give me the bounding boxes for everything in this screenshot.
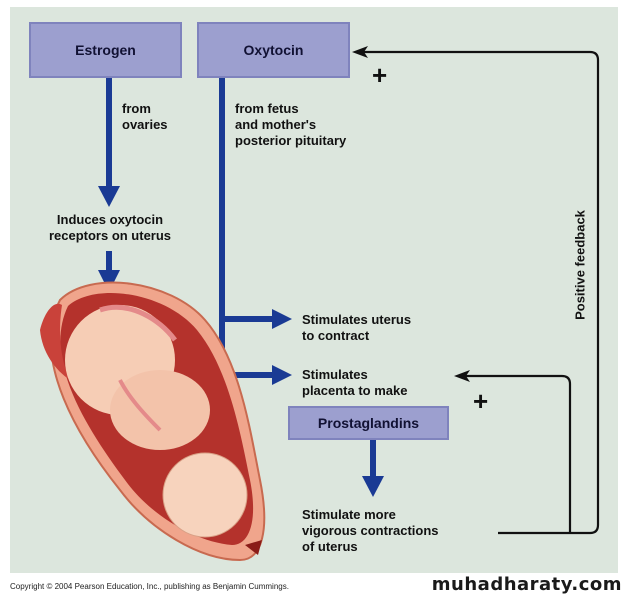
- from-fetus-text: from fetus and mother's posterior pituit…: [235, 101, 347, 148]
- oxytocin-label: Oxytocin: [243, 42, 304, 58]
- from-ovaries-text: from ovaries: [122, 101, 168, 132]
- prostaglandins-label: Prostaglandins: [317, 415, 420, 431]
- watermark-text: muhadharaty.com: [431, 574, 622, 595]
- feedback-arrowhead-oxytocin: [352, 46, 368, 58]
- feedback-lines: [362, 50, 600, 535]
- stimulate-contractions-text: Stimulate more vigorous contractions of …: [302, 507, 439, 554]
- estrogen-arrow: [98, 78, 120, 207]
- copyright-text: Copyright © 2004 Pearson Education, Inc.…: [10, 582, 289, 591]
- fetus-in-uterus-illustration: [40, 281, 266, 562]
- prostaglandins-box: Prostaglandins: [288, 406, 449, 440]
- positive-feedback-label: Positive feedback: [572, 210, 588, 320]
- receptor-arrow: [98, 251, 120, 292]
- induces-receptors-text: Induces oxytocin receptors on uterus: [48, 212, 172, 243]
- estrogen-label: Estrogen: [75, 42, 136, 58]
- oxytocin-box: Oxytocin: [197, 22, 350, 78]
- stimulates-uterus-text: Stimulates uterus to contract: [302, 312, 412, 343]
- plus-sign-placenta: +: [473, 386, 489, 416]
- prostaglandins-arrow: [362, 440, 384, 497]
- oxytocin-line: [219, 78, 292, 385]
- estrogen-box: Estrogen: [29, 22, 182, 78]
- plus-sign-oxytocin: +: [372, 60, 388, 90]
- stimulates-placenta-text: Stimulates placenta to make: [302, 367, 408, 398]
- feedback-arrowhead-placenta: [454, 370, 470, 382]
